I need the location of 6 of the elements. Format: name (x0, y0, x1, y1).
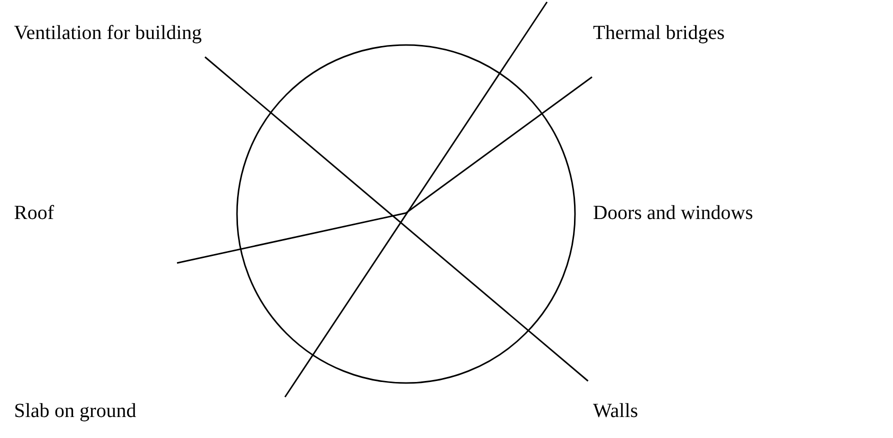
sector-label: Ventilation for building (14, 21, 202, 46)
sector-label: Roof (14, 201, 54, 226)
sector-label: Doors and windows (593, 201, 754, 226)
sector-label: Walls (593, 399, 638, 424)
sector-label: Slab on ground (14, 399, 136, 424)
sector-label: Thermal bridges (593, 21, 725, 46)
